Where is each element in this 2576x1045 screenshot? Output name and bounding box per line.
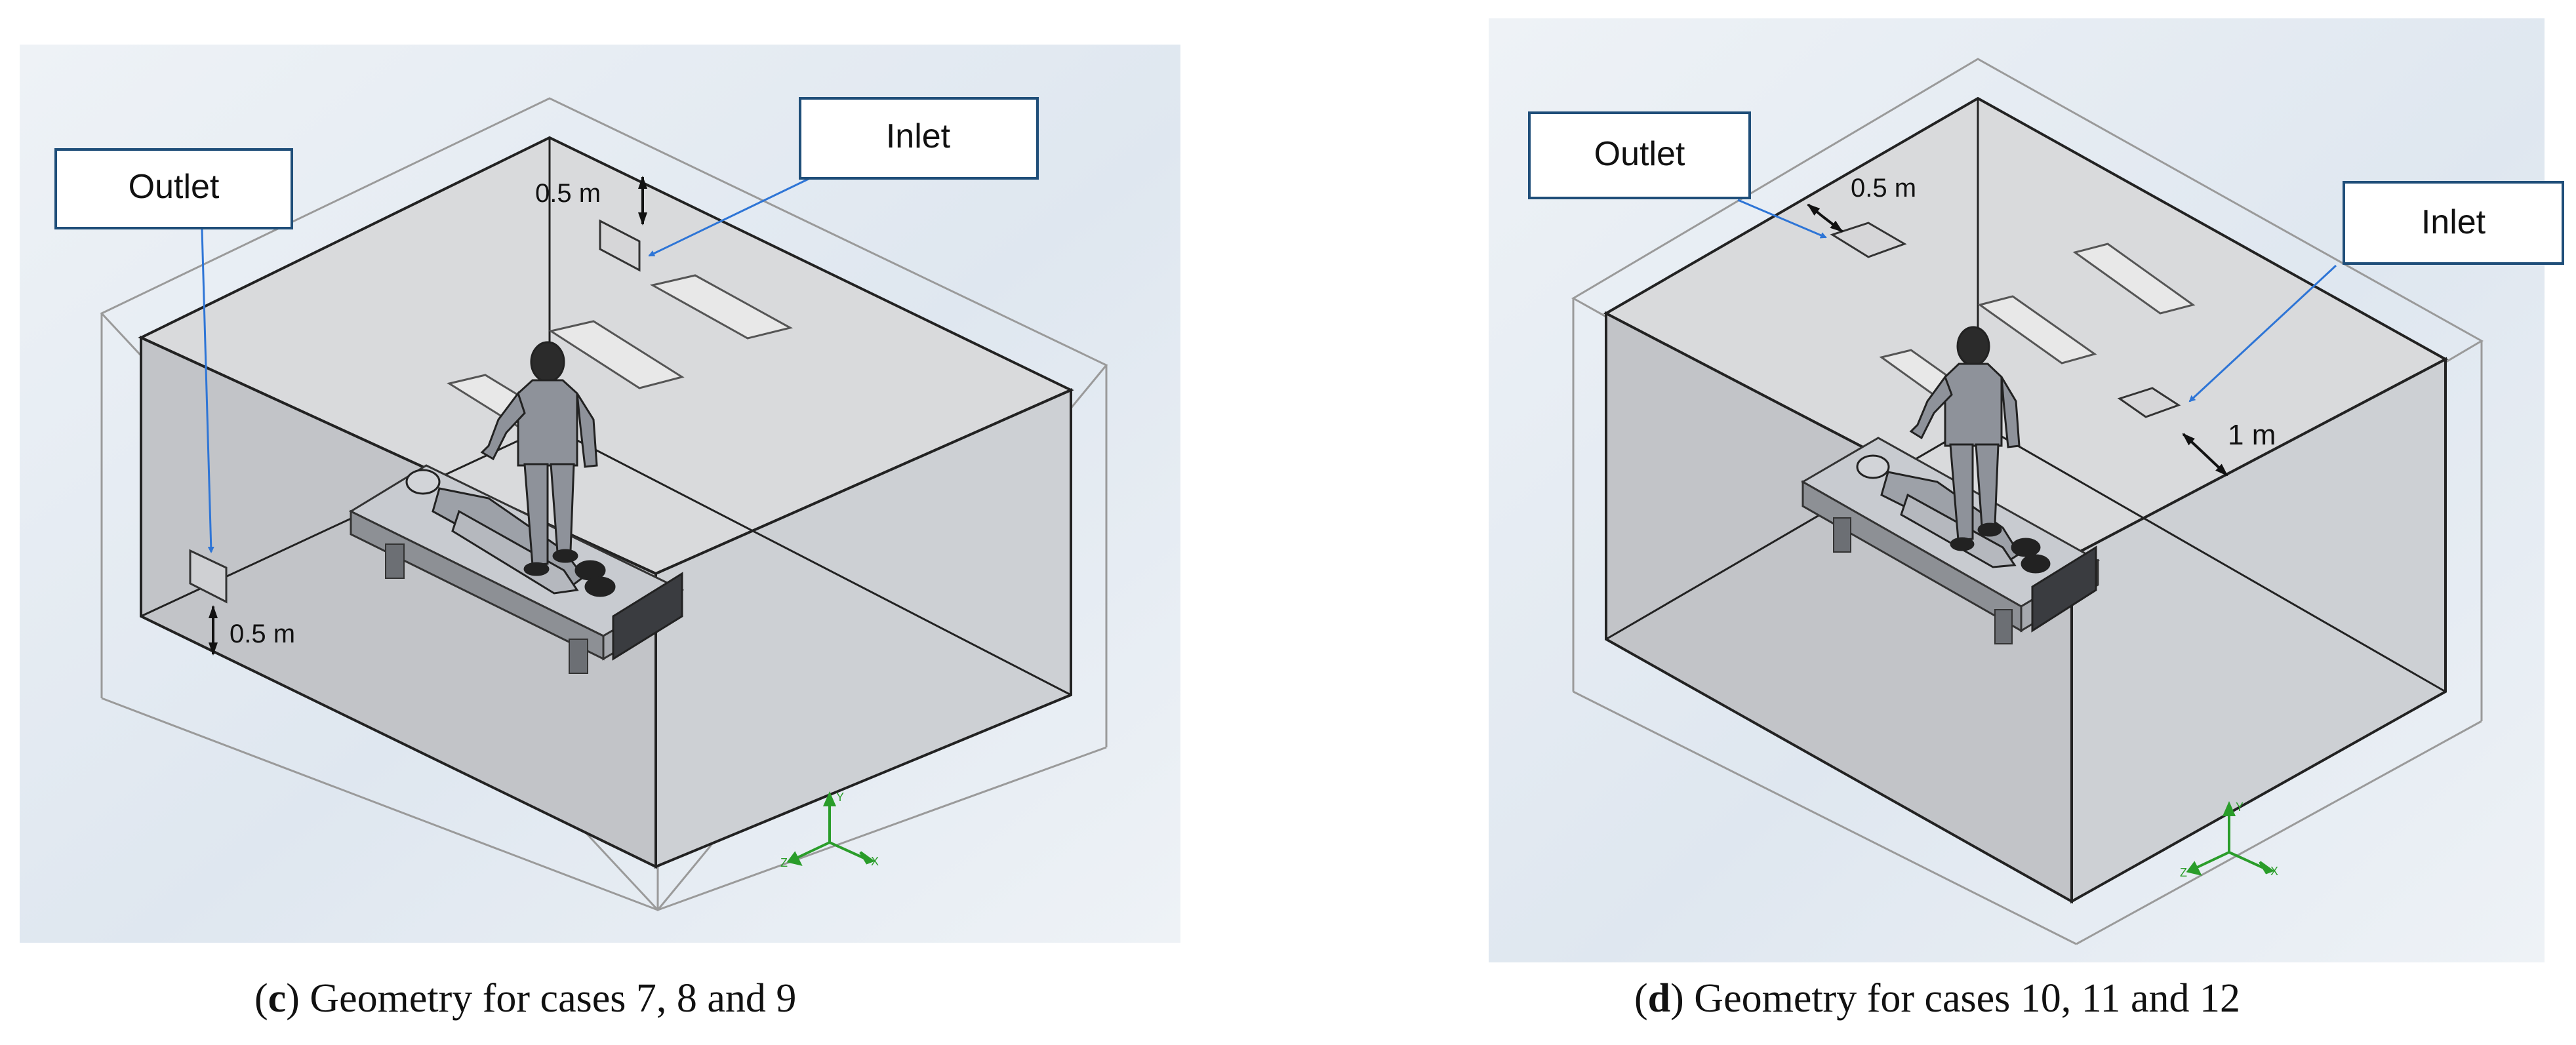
- inlet-dimension-arrow-b: [2202, 451, 2228, 477]
- doctor-figure: [1909, 326, 2021, 551]
- inlet-vent: [599, 219, 641, 272]
- axis-y-label: Y: [836, 791, 844, 804]
- axis-triad: [2186, 801, 2275, 876]
- outlet-leader-arrow: [1737, 199, 1827, 239]
- panel-d: Y X Z 0.5 m 1 m Outlet Inlet: [1288, 0, 2576, 1045]
- panel-d-diagram: Y X Z 0.5 m 1 m Outlet Inlet: [1489, 18, 2564, 962]
- axis-y-label: Y: [2236, 800, 2244, 814]
- outlet-callout: Outlet: [54, 148, 293, 229]
- panel-c-diagram: Y X Z 0.5 m 0.5 m Outlet Inlet: [20, 45, 1180, 943]
- caption-d-letter: d: [1647, 976, 1671, 1021]
- doctor-figure: [480, 341, 598, 576]
- axis-x-label: X: [2270, 865, 2278, 878]
- caption-c-letter: c: [268, 976, 287, 1021]
- caption-c: (c) Geometry for cases 7, 8 and 9: [254, 976, 797, 1021]
- inlet-callout-text: Inlet: [886, 117, 951, 155]
- inlet-leader-arrow: [2188, 264, 2337, 403]
- outlet-vent: [1830, 222, 1907, 258]
- inlet-dimension-arrow-a: [2182, 433, 2204, 454]
- axis-triad: [786, 791, 875, 866]
- inlet-callout: Inlet: [2343, 181, 2564, 265]
- axis-z-label: Z: [2180, 866, 2187, 879]
- inlet-vent: [2117, 387, 2181, 418]
- outlet-leader-arrow: [201, 229, 214, 553]
- axis-z-label: Z: [780, 856, 788, 869]
- outlet-callout-text: Outlet: [129, 168, 220, 206]
- outlet-dimension-label: 0.5 m: [1851, 174, 1916, 203]
- caption-c-text: Geometry for cases 7, 8 and 9: [310, 976, 797, 1021]
- caption-d: (d) Geometry for cases 10, 11 and 12: [1634, 976, 2241, 1021]
- inlet-dimension-label: 1 m: [2228, 419, 2276, 451]
- inlet-dimension-label: 0.5 m: [535, 179, 601, 208]
- panel-c: Y X Z 0.5 m 0.5 m Outlet Inlet: [20, 45, 1180, 943]
- inlet-leader-arrow: [648, 177, 811, 257]
- caption-d-text: Geometry for cases 10, 11 and 12: [1694, 976, 2241, 1021]
- outlet-dimension-arrow-b: [1821, 215, 1843, 233]
- inlet-callout-text: Inlet: [2421, 203, 2486, 241]
- outlet-callout: Outlet: [1528, 111, 1751, 199]
- outlet-callout-text: Outlet: [1594, 135, 1685, 173]
- inlet-callout: Inlet: [799, 97, 1039, 180]
- outlet-vent: [189, 549, 228, 604]
- outlet-dimension-label: 0.5 m: [230, 620, 295, 648]
- axis-x-label: X: [871, 855, 879, 868]
- outlet-dimension-arrow-a: [1807, 203, 1824, 218]
